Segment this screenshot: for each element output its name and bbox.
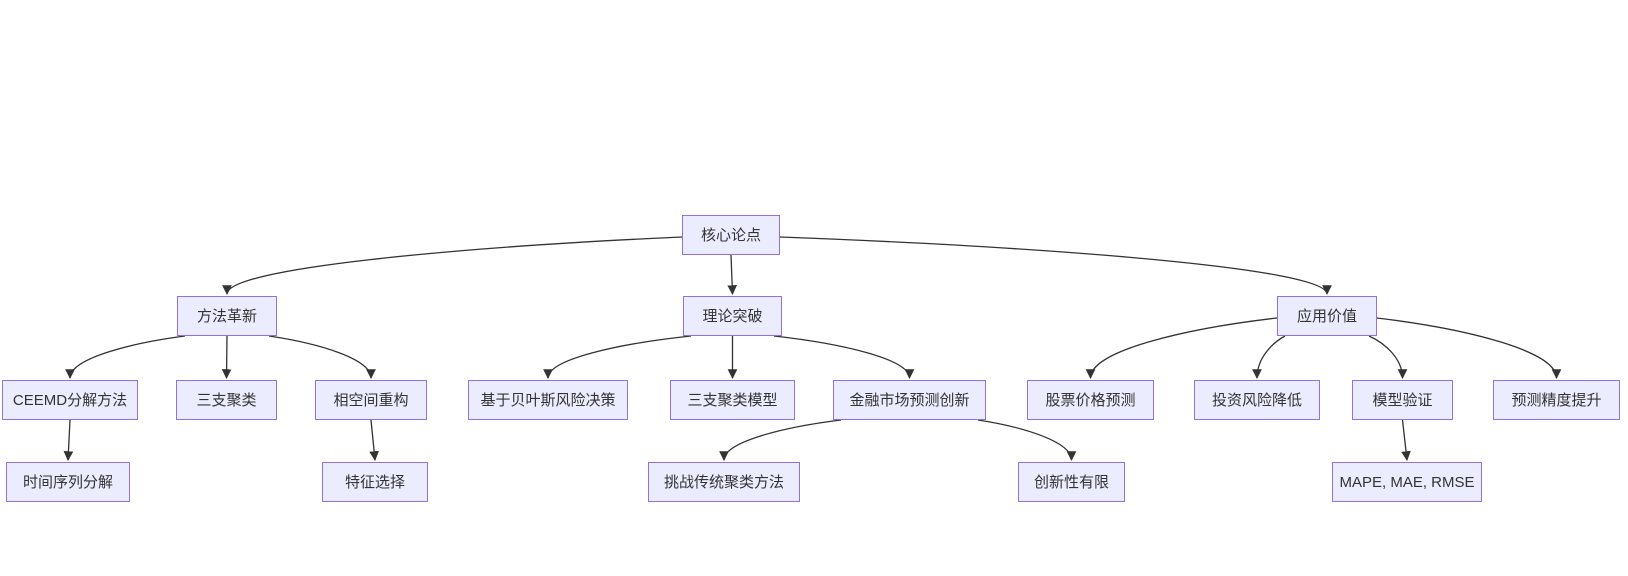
node-label: 理论突破	[702, 307, 763, 325]
node-label: 投资风险降低	[1211, 391, 1302, 409]
node-three-model: 三支聚类模型	[670, 380, 795, 420]
node-ceemd: CEEMD分解方法	[2, 380, 138, 420]
edge-value-risk	[1252, 335, 1286, 379]
node-label: 应用价值	[1296, 307, 1357, 325]
node-label: 挑战传统聚类方法	[663, 473, 784, 491]
node-value: 应用价值	[1277, 296, 1377, 336]
node-risk: 投资风险降低	[1194, 380, 1320, 420]
node-label: 相空间重构	[333, 391, 409, 409]
node-precision: 预测精度提升	[1493, 380, 1620, 420]
edge-core-method	[222, 236, 683, 295]
node-challenge: 挑战传统聚类方法	[648, 462, 800, 502]
edge-method-ceemd	[65, 335, 186, 379]
node-method: 方法革新	[177, 296, 277, 336]
edge-phase-space-feature	[369, 419, 379, 461]
node-label: 模型验证	[1372, 391, 1433, 409]
node-bayes: 基于贝叶斯风险决策	[468, 380, 628, 420]
edge-theory-bayes	[543, 335, 692, 379]
node-metrics: MAPE, MAE, RMSE	[1332, 462, 1482, 502]
edge-value-precision	[1376, 317, 1562, 379]
node-label: 创新性有限	[1033, 473, 1109, 491]
edge-core-theory	[727, 254, 738, 295]
node-limited: 创新性有限	[1018, 462, 1125, 502]
node-label: 方法革新	[196, 307, 257, 325]
edge-model-validate-metrics	[1401, 419, 1411, 461]
node-feature: 特征选择	[322, 462, 428, 502]
node-label: 核心论点	[700, 226, 761, 244]
node-stock: 股票价格预测	[1027, 380, 1154, 420]
node-label: 三支聚类	[196, 391, 257, 409]
edge-method-three-way	[221, 335, 232, 379]
edge-core-value	[779, 236, 1332, 295]
node-label: 特征选择	[344, 473, 405, 491]
edge-finance-challenge	[719, 419, 842, 461]
node-label: 三支聚类模型	[687, 391, 778, 409]
node-label: 股票价格预测	[1045, 391, 1136, 409]
node-label: 金融市场预测创新	[849, 391, 970, 409]
edge-ceemd-ts-decomp	[63, 419, 74, 461]
node-finance: 金融市场预测创新	[833, 380, 986, 420]
node-phase-space: 相空间重构	[315, 380, 427, 420]
node-three-way: 三支聚类	[176, 380, 277, 420]
node-theory: 理论突破	[683, 296, 782, 336]
edge-value-model-validate	[1368, 335, 1408, 379]
node-label: 预测精度提升	[1511, 391, 1602, 409]
node-label: 时间序列分解	[22, 473, 113, 491]
node-core: 核心论点	[682, 215, 780, 255]
edge-finance-limited	[977, 419, 1077, 461]
node-label: MAPE, MAE, RMSE	[1339, 473, 1475, 491]
edge-method-phase-space	[268, 335, 376, 379]
edge-theory-finance	[773, 335, 915, 379]
node-model-validate: 模型验证	[1352, 380, 1453, 420]
node-ts-decomp: 时间序列分解	[6, 462, 130, 502]
node-label: 基于贝叶斯风险决策	[480, 391, 616, 409]
node-label: CEEMD分解方法	[12, 391, 128, 409]
edge-value-stock	[1085, 317, 1278, 379]
